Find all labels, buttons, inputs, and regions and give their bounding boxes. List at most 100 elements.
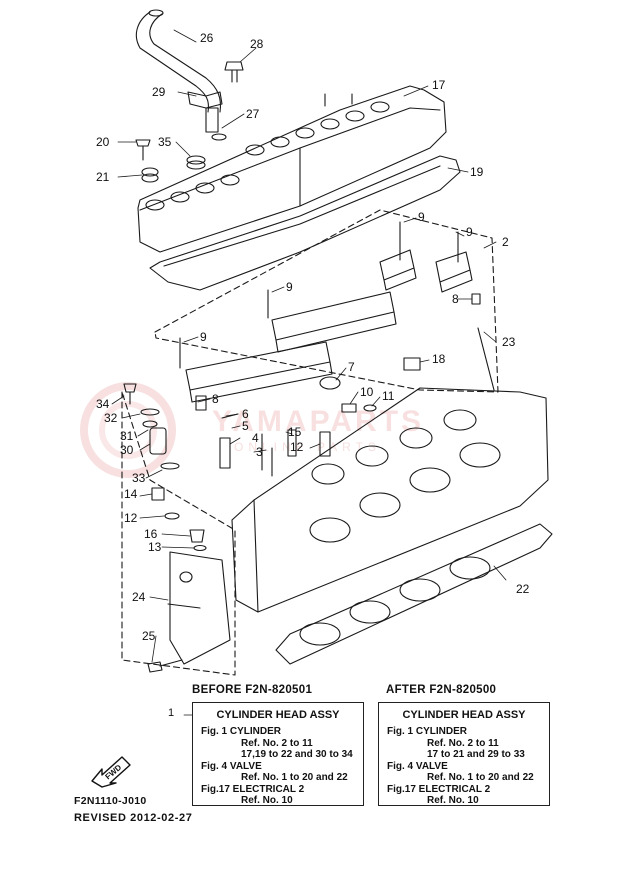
valve-guide-part-4 — [219, 437, 231, 469]
callout-35: 35 — [158, 135, 172, 149]
callout-13: 13 — [148, 540, 162, 554]
washer-part-11 — [363, 404, 377, 412]
after-box-line-6: Fig.17 ELECTRICAL 2 — [387, 783, 491, 795]
callout-15: 15 — [288, 425, 302, 439]
callout-21: 21 — [96, 170, 110, 184]
valve-part-7 — [319, 376, 341, 390]
before-box-line-3: 17,19 to 22 and 30 to 34 — [241, 749, 353, 760]
valve-part-15 — [287, 429, 297, 457]
callout-11: 11 — [382, 389, 395, 403]
cylinder-head-cover-part-17 — [137, 85, 447, 253]
callout-labels: 26 28 29 27 20 35 21 17 19 9 9 2 9 8 9 2… — [96, 31, 530, 643]
before-box-line-2: Ref. No. 2 to 11 — [241, 737, 313, 749]
callout-10: 10 — [360, 385, 374, 399]
callout-17: 17 — [432, 78, 446, 92]
bolt-part-10 — [341, 403, 357, 413]
callout-1: 1 — [168, 707, 175, 719]
nut-part-14 — [151, 487, 165, 501]
camshaft-cap-part-9d — [185, 341, 333, 403]
revision-date: REVISED 2012-02-27 — [74, 812, 193, 824]
watermark-subtext: ONLINE PARTS — [234, 440, 381, 454]
callout-4: 4 — [252, 431, 259, 445]
callout-16: 16 — [144, 527, 158, 541]
callout-7: 7 — [348, 360, 355, 374]
before-box-line-6: Fig.17 ELECTRICAL 2 — [201, 783, 305, 795]
callout-22: 22 — [516, 582, 530, 596]
before-box-line-7: Ref. No. 10 — [241, 795, 293, 806]
bolt-part-28 — [224, 61, 244, 83]
callout-24: 24 — [132, 590, 146, 604]
camshaft-cap-part-9c — [271, 291, 397, 353]
head-gasket-part-22 — [275, 523, 553, 665]
callout-28: 28 — [250, 37, 264, 51]
dowel-part-8b — [471, 293, 481, 305]
callout-12b: 12 — [290, 440, 304, 454]
washer-part-13 — [193, 544, 207, 552]
before-box-line-1: Fig. 1 CYLINDER — [201, 726, 282, 737]
o-ring-part-33 — [160, 462, 180, 470]
before-box-line-5: Ref. No. 1 to 20 and 22 — [241, 772, 348, 783]
bolt-part-34 — [123, 383, 137, 405]
callout-32: 32 — [104, 411, 118, 425]
after-box-line-5: Ref. No. 1 to 20 and 22 — [427, 772, 534, 783]
cap-part-16 — [189, 529, 205, 543]
callout-33: 33 — [132, 471, 146, 485]
after-serial-header: AFTER F2N-820500 — [386, 684, 497, 696]
callout-12a: 12 — [124, 511, 138, 525]
callout-9a: 9 — [418, 210, 425, 224]
callout-14: 14 — [124, 487, 138, 501]
before-assembly-info-box: CYLINDER HEAD ASSY Fig. 1 CYLINDER Ref. … — [192, 702, 364, 806]
before-box-line-4: Fig. 4 VALVE — [201, 760, 262, 772]
callout-8a: 8 — [212, 392, 219, 406]
sensor-part-30 — [149, 427, 167, 455]
after-box-line-4: Fig. 4 VALVE — [387, 760, 448, 772]
callout-23: 23 — [502, 335, 516, 349]
callout-29: 29 — [152, 85, 166, 99]
callout-34: 34 — [96, 397, 110, 411]
grommet-part-20 — [135, 139, 151, 161]
washer-part-12a — [164, 512, 180, 520]
callout-3: 3 — [256, 445, 263, 459]
callout-31: 31 — [120, 429, 134, 443]
callout-2: 2 — [502, 235, 509, 249]
after-box-title: CYLINDER HEAD ASSY — [402, 709, 526, 721]
dowel-part-8a — [195, 395, 207, 411]
cover-gasket-part-19 — [149, 155, 461, 291]
after-box-line-2: Ref. No. 2 to 11 — [427, 737, 499, 749]
bolt-part-23 — [477, 327, 495, 391]
callout-20: 20 — [96, 135, 110, 149]
callout-9d: 9 — [200, 330, 207, 344]
callout-18: 18 — [432, 352, 446, 366]
bolt-part-25 — [147, 659, 183, 673]
callout-6: 6 — [242, 407, 249, 421]
after-box-line-1: Fig. 1 CYLINDER — [387, 726, 468, 737]
camshaft-cap-part-9a — [379, 249, 417, 291]
after-box-line-3: 17 to 21 and 29 to 33 — [427, 749, 525, 760]
callout-19: 19 — [470, 165, 484, 179]
dowel-part-18 — [403, 357, 421, 371]
callout-5: 5 — [242, 419, 249, 433]
callout-9b: 9 — [466, 225, 473, 239]
washer-part-32 — [140, 408, 160, 416]
camshaft-cap-group-outline — [154, 209, 499, 393]
callout-26: 26 — [200, 31, 214, 45]
cylinder-head-body — [231, 387, 549, 613]
watermark-logo — [80, 382, 176, 478]
callout-27: 27 — [246, 107, 260, 121]
before-serial-header: BEFORE F2N-820501 — [192, 684, 313, 696]
forward-arrow-icon: FWD — [91, 756, 131, 788]
before-box-title: CYLINDER HEAD ASSY — [216, 709, 340, 721]
after-assembly-info-box: CYLINDER HEAD ASSY Fig. 1 CYLINDER Ref. … — [378, 702, 550, 806]
callout-9c: 9 — [286, 280, 293, 294]
camshaft-cap-part-9b — [435, 251, 473, 293]
side-parts-group-outline — [121, 391, 236, 676]
bracket-part-24 — [167, 551, 231, 665]
grommet-part-21 — [141, 167, 159, 183]
diagram-code: F2N1110-J010 — [74, 795, 147, 807]
after-box-line-7: Ref. No. 10 — [427, 795, 479, 806]
callout-8b: 8 — [452, 292, 459, 306]
o-ring-part-27 — [211, 133, 227, 141]
hose-part-26 — [135, 9, 223, 133]
grommet-part-35 — [186, 155, 206, 170]
